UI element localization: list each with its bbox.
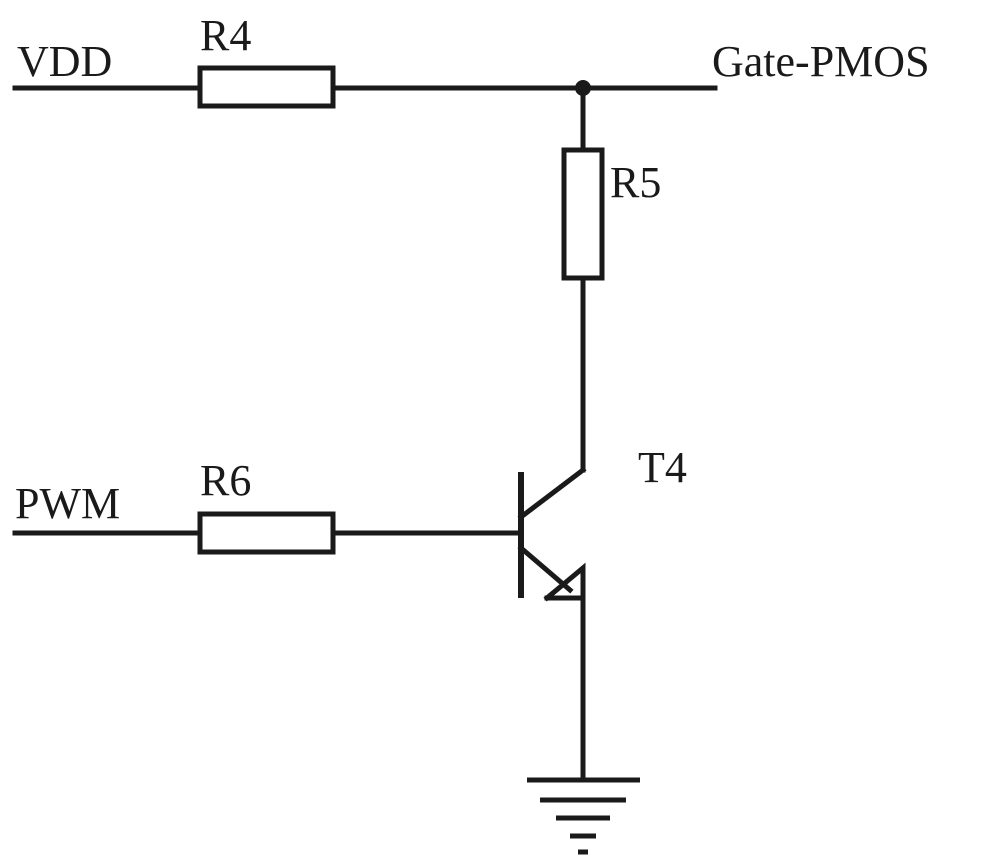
resistor-r4 xyxy=(197,65,336,109)
resistor-r5 xyxy=(561,147,605,281)
label-r4: R4 xyxy=(200,11,251,60)
label-vdd: VDD xyxy=(17,37,112,86)
label-r5: R5 xyxy=(610,158,661,207)
transistor-t4 xyxy=(517,466,587,783)
ground-symbol xyxy=(527,777,640,855)
label-pwm: PWM xyxy=(15,479,120,528)
transistor-collector-lead xyxy=(517,466,587,521)
label-r6: R6 xyxy=(200,456,251,505)
label-t4: T4 xyxy=(638,443,687,492)
label-gate-pmos: Gate-PMOS xyxy=(712,37,930,86)
transistor-emitter-arrow xyxy=(543,562,586,602)
resistor-r6 xyxy=(197,511,336,555)
